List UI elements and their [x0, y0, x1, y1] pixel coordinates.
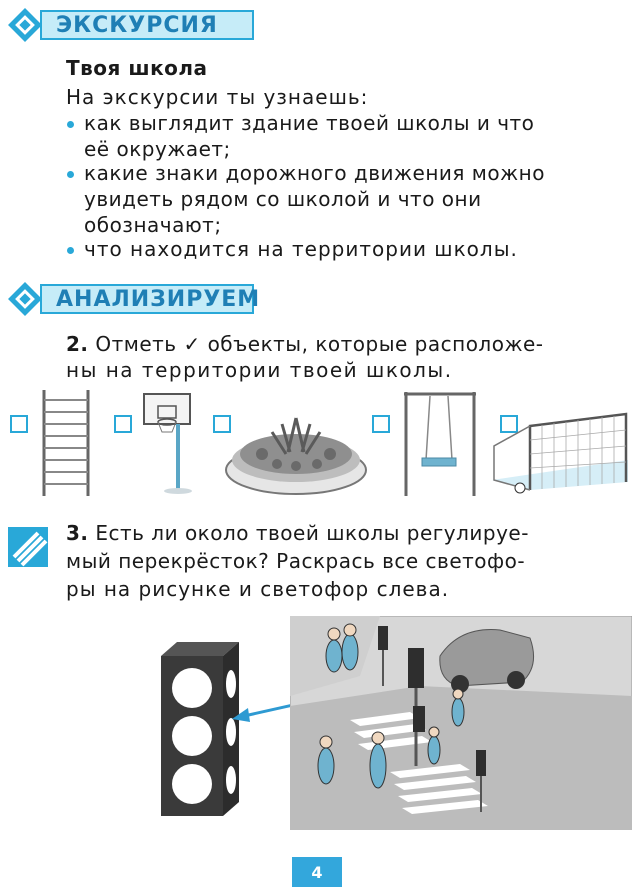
task3-line3: ры на рисунке и светофор слева.: [66, 577, 450, 601]
task-number: 2.: [66, 332, 89, 356]
football-goal-image: [492, 412, 628, 494]
task3-line1: 3. Есть ли около твоей школы регулируе-: [66, 520, 529, 546]
task2-line1: 2. Отметь ✓ объекты, которые расположе-: [66, 331, 628, 357]
bullet-2-line2: увидеть рядом со школой и что они: [84, 187, 482, 211]
checkbox-flowerbed[interactable]: [213, 415, 231, 433]
task2-line2: ны на территории твоей школы.: [66, 358, 453, 382]
traffic-light-image: [161, 642, 239, 816]
task3-text: Есть ли около твоей школы регулируе-: [95, 521, 529, 545]
ladder-image: [42, 390, 90, 496]
intro-text: На экскурсии ты узнаешь:: [66, 85, 369, 109]
bullet-3-line1: что находится на территории школы.: [84, 237, 518, 261]
task3-line2: мый перекрёсток? Раскрась все светофо-: [66, 549, 526, 573]
bullet-1-line2: её окружает;: [84, 137, 231, 161]
bullet-dot: [67, 247, 74, 254]
checkbox-goal[interactable]: [500, 415, 518, 433]
bullet-1-line1: как выглядит здание твоей школы и что: [84, 111, 535, 135]
swing-image: [404, 392, 476, 496]
pencils-icon: [8, 527, 48, 567]
section-title: ЭКСКУРСИЯ: [40, 10, 254, 40]
task2-text: Отметь ✓ объекты, которые расположе-: [95, 332, 544, 356]
task-number: 3.: [66, 521, 89, 545]
flowerbed-image: [225, 417, 367, 495]
lesson-title: Твоя школа: [66, 56, 208, 80]
bullet-2-line1: какие знаки дорожного движения можно: [84, 161, 545, 185]
bullet-dot: [67, 171, 74, 178]
checkbox-ladder[interactable]: [10, 415, 28, 433]
section-header-analyze: АНАЛИЗИРУЕМ: [8, 282, 259, 316]
section-header-excursion: ЭКСКУРСИЯ: [8, 8, 254, 42]
diamond-icon: [8, 282, 42, 316]
diamond-icon: [8, 8, 42, 42]
checkbox-swing[interactable]: [372, 415, 390, 433]
checkbox-basketball[interactable]: [114, 415, 132, 433]
street-scene-image: [290, 616, 632, 830]
section-title: АНАЛИЗИРУЕМ: [40, 284, 259, 314]
bullet-2-line3: обозначают;: [84, 213, 222, 237]
basketball-hoop-image: [143, 393, 192, 494]
page-number: 4: [292, 857, 342, 887]
bullet-dot: [67, 121, 74, 128]
